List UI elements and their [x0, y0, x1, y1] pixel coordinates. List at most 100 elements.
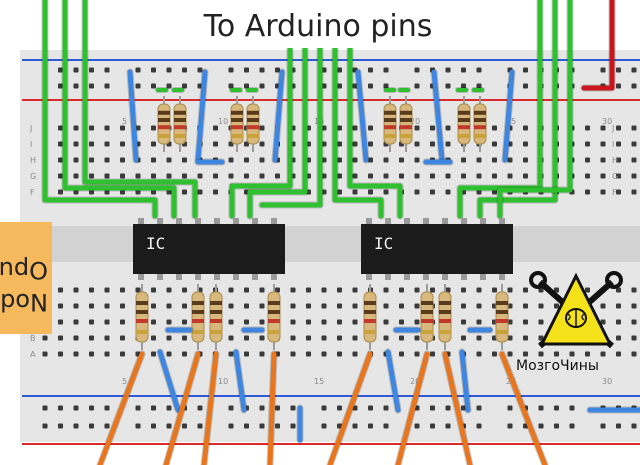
board-hole: [414, 173, 420, 179]
board-hole: [616, 189, 621, 195]
board-hole: [600, 125, 606, 131]
resistor-band: [158, 134, 170, 138]
row-letter-right: F: [612, 188, 617, 197]
green-wire: [42, 0, 158, 219]
board-hole: [337, 319, 342, 325]
board-hole: [414, 351, 420, 357]
resistor-body: [267, 291, 281, 343]
resistor-band: [174, 110, 186, 115]
board-hole: [259, 351, 265, 357]
rail-hole: [182, 423, 187, 429]
board-hole: [306, 303, 311, 309]
board-hole: [89, 287, 94, 293]
chip-pin: [252, 218, 258, 224]
rail-hole: [151, 423, 156, 429]
board-hole: [228, 335, 234, 341]
rail-hole: [569, 423, 575, 429]
board-hole: [507, 351, 513, 357]
board-hole: [120, 335, 125, 341]
resistor-band: [400, 118, 412, 122]
rail-hole: [290, 423, 296, 429]
resistor-body: [135, 291, 149, 343]
resistor-band: [247, 110, 259, 115]
blue-wire: [233, 349, 247, 413]
board-hole: [461, 319, 466, 325]
rail-hole: [476, 423, 482, 429]
board-hole: [290, 335, 296, 341]
resistor-band: [174, 125, 186, 130]
board-hole: [585, 157, 590, 163]
chip-pin: [176, 274, 182, 280]
green-wire: [332, 0, 384, 219]
chip-1-label: IC: [146, 234, 165, 253]
resistor-band: [439, 310, 451, 314]
rail-hole: [352, 83, 358, 89]
chip-pin: [499, 218, 505, 224]
column-number: 5: [122, 117, 127, 126]
rail-hole: [166, 67, 172, 73]
board-hole: [399, 303, 404, 309]
resistors: [135, 96, 509, 350]
resistor-band: [421, 310, 433, 314]
chip-pin: [233, 274, 239, 280]
rail-hole: [523, 67, 528, 73]
board-hole: [151, 351, 156, 357]
side-note-line-2: Opu: [0, 256, 48, 284]
board-hole: [306, 351, 311, 357]
row-letter-right: H: [612, 156, 618, 165]
board-hole: [383, 303, 389, 309]
resistor-band: [158, 125, 170, 130]
green-wire: [62, 0, 177, 219]
board-hole: [414, 157, 420, 163]
board-hole: [383, 189, 389, 195]
board-hole: [523, 303, 528, 309]
rail-hole: [337, 405, 342, 411]
board-hole: [476, 319, 482, 325]
board-hole: [259, 141, 265, 147]
rail-hole: [554, 405, 559, 411]
resistor-band: [496, 301, 508, 305]
board-hole: [321, 173, 327, 179]
resistor-band: [384, 134, 396, 138]
rail-hole: [321, 405, 327, 411]
board-hole: [492, 157, 497, 163]
rail-hole: [151, 405, 156, 411]
rail-hole: [275, 405, 280, 411]
rail-hole: [104, 67, 110, 73]
board-hole: [554, 287, 559, 293]
board-hole: [135, 189, 141, 195]
side-note: Nod Opu: [0, 222, 52, 334]
board-hole: [399, 351, 404, 357]
rail-hole: [430, 405, 435, 411]
board-hole: [616, 335, 621, 341]
orange-wire: [442, 351, 473, 465]
board-hole: [337, 173, 342, 179]
row-letter-left: B: [30, 334, 36, 343]
rail-hole: [631, 83, 637, 89]
rail-hole: [368, 423, 373, 429]
board-hole: [58, 125, 63, 131]
chip-pin: [214, 218, 220, 224]
board-hole: [213, 141, 218, 147]
rail-hole: [228, 423, 234, 429]
board-hole: [585, 189, 590, 195]
board-hole: [182, 287, 187, 293]
board-hole: [352, 141, 358, 147]
rail-hole: [197, 83, 203, 89]
board-hole: [492, 189, 497, 195]
blue-wire: [385, 349, 401, 413]
board-hole: [616, 319, 621, 325]
rail-hole: [244, 67, 249, 73]
board-hole: [89, 141, 94, 147]
board-hole: [244, 319, 249, 325]
chip-pins: [138, 218, 505, 280]
side-note-line-1: Nod: [0, 288, 48, 316]
board-hole: [600, 141, 606, 147]
board-hole: [197, 189, 203, 195]
board-hole: [523, 351, 528, 357]
chip-pin: [461, 274, 467, 280]
board-hole: [89, 303, 94, 309]
rail-hole: [104, 83, 110, 89]
board-hole: [259, 335, 265, 341]
